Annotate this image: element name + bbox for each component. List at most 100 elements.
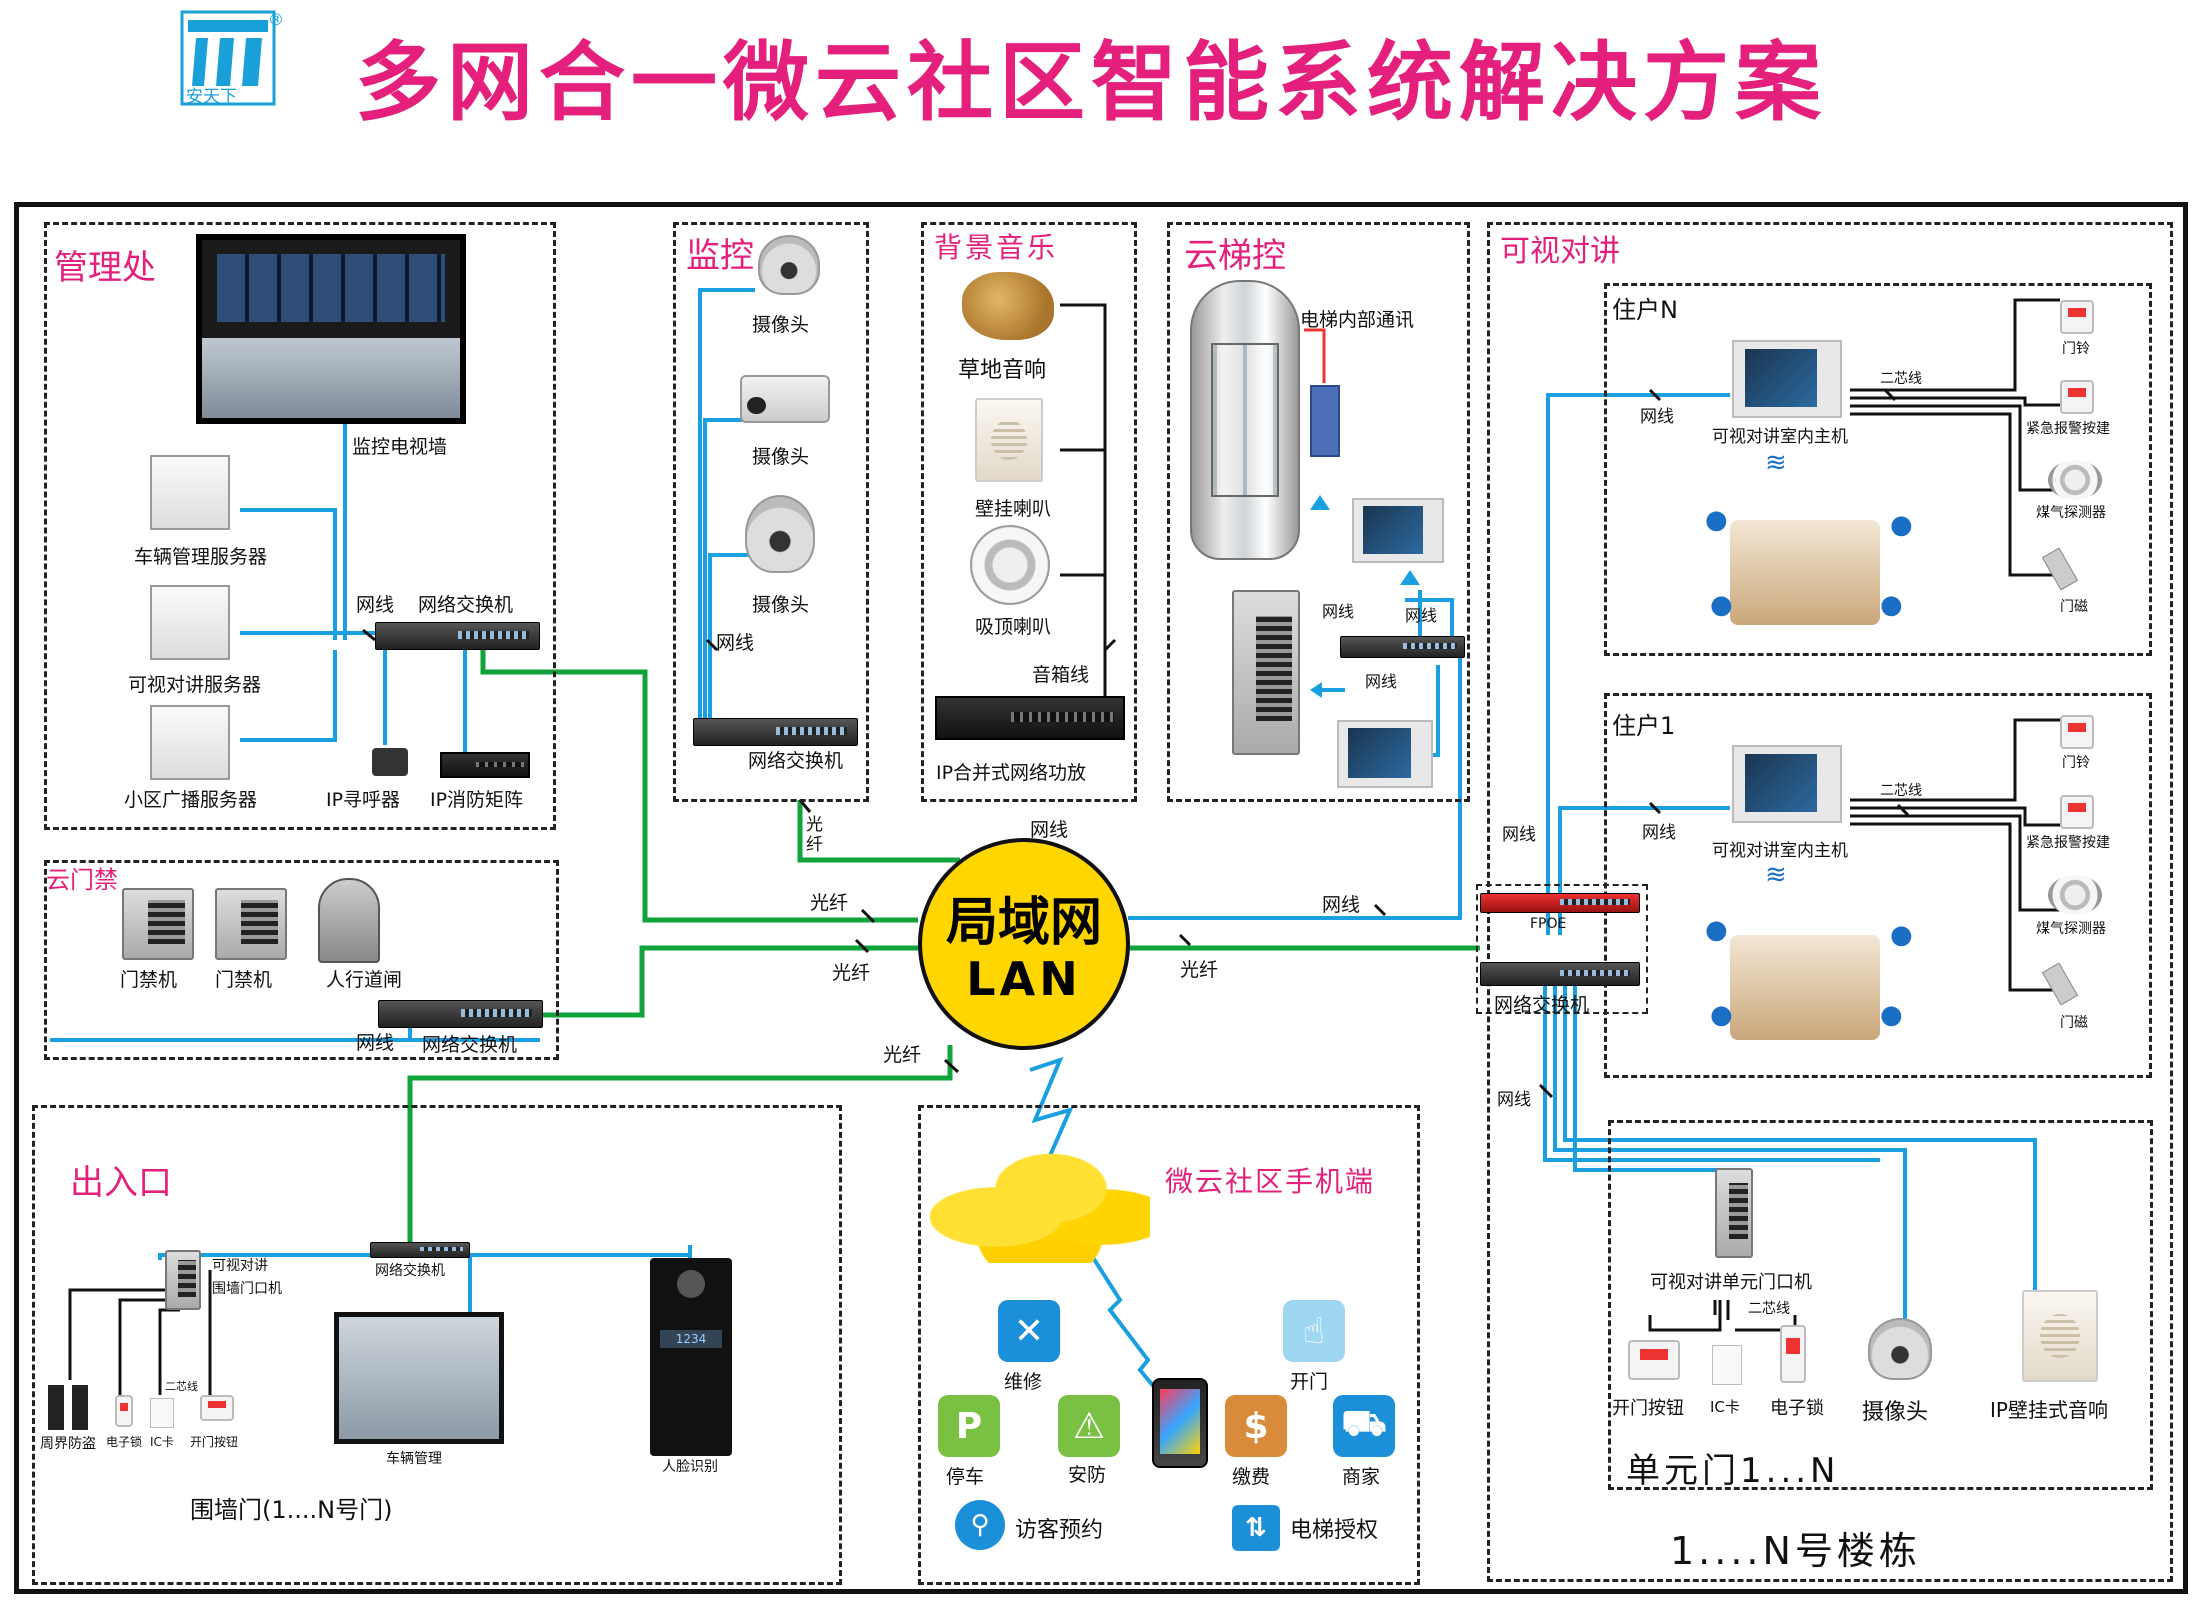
region-elevator	[1167, 222, 1470, 802]
exit-elock-label: 电子锁	[106, 1435, 143, 1449]
parking-management-image	[334, 1312, 504, 1444]
resident-n-smart-icon-4: ●	[1880, 590, 1903, 620]
unit-elock-icon	[1780, 1325, 1806, 1383]
intercom-switch-label: 网络交换机	[1494, 994, 1590, 1016]
access-reader-2-icon	[215, 888, 287, 960]
unit-ip-speaker-icon	[2022, 1290, 2098, 1382]
resident-n-cable-label: 网线	[1640, 407, 1674, 427]
camera-2-label: 摄像头	[752, 446, 810, 468]
fiber-mgmt-label: 光纤	[810, 892, 849, 914]
region-mobile	[918, 1105, 1420, 1585]
management-title: 管理处	[54, 248, 156, 288]
monitor-cable-label: 网线	[716, 632, 755, 654]
cloud-icon	[930, 1148, 1150, 1263]
intercom-server-label: 可视对讲服务器	[128, 674, 262, 696]
resident-n-gas-label: 煤气探测器	[2036, 505, 2106, 521]
resident-n-doorbell-label: 门铃	[2062, 341, 2090, 357]
unit-camera-label: 摄像头	[1862, 1400, 1929, 1425]
face-camera-lens	[677, 1270, 705, 1298]
elevator-indoor-monitor-1	[1352, 498, 1444, 563]
unit-outdoor-panel	[1715, 1168, 1753, 1258]
elevator-outdoor-panel	[1232, 590, 1300, 755]
region-door-access	[44, 860, 559, 1060]
elevator-auth-label: 电梯授权	[1290, 1518, 1379, 1543]
security-label: 安防	[1068, 1464, 1107, 1486]
parking-app-icon[interactable]: P	[938, 1395, 1000, 1457]
exit-switch-device	[370, 1242, 470, 1258]
page-title: 多网合一微云社区智能系统解决方案	[355, 33, 1827, 133]
vehicle-server-icon	[150, 455, 230, 530]
region-monitoring	[673, 222, 869, 802]
monitor-switch-device	[693, 718, 858, 746]
shop-label: 商家	[1342, 1466, 1381, 1488]
camera-1-label: 摄像头	[752, 314, 810, 336]
exit-switch-label: 网络交换机	[375, 1263, 445, 1279]
elevator-switch-device	[1340, 636, 1465, 658]
door-switch-device	[378, 1000, 543, 1028]
resident-n-alarm-icon	[2060, 380, 2094, 414]
monitoring-title: 监控	[686, 236, 754, 276]
registered-mark: ®	[268, 10, 284, 29]
exit-title: 出入口	[70, 1163, 172, 1203]
wall-intercom-device	[165, 1250, 201, 1310]
ptz-camera-icon	[745, 495, 815, 573]
face-label: 人脸识别	[662, 1459, 718, 1475]
open-door-app-icon[interactable]: ☝	[1283, 1300, 1345, 1362]
security-app-icon[interactable]: ⚠	[1058, 1395, 1120, 1457]
resident-1-doorbell-label: 门铃	[2062, 755, 2090, 771]
payment-label: 缴费	[1232, 1466, 1271, 1488]
perimeter-sensor-b	[72, 1385, 88, 1430]
music-cable-label: 网线	[1030, 819, 1069, 841]
internal-comm-wire	[1304, 328, 1326, 383]
vehicle-server-label: 车辆管理服务器	[134, 546, 268, 568]
logo-text: 安天下	[186, 87, 237, 107]
elevator-control-box	[1310, 385, 1340, 457]
unit-camera-icon	[1868, 1318, 1932, 1380]
fiber-door-label: 光纤	[832, 962, 871, 984]
repair-app-icon[interactable]: ✕	[998, 1300, 1060, 1362]
company-logo	[180, 10, 276, 106]
ceiling-speaker-icon	[970, 525, 1050, 605]
unit-outdoor-label: 可视对讲单元门口机	[1650, 1272, 1812, 1293]
intercom-line1-label: 可视对讲	[212, 1258, 268, 1274]
door-cable-label: 网线	[356, 1032, 395, 1054]
exit-elock-icon	[115, 1395, 133, 1427]
bullet-camera-icon	[740, 375, 830, 423]
region-exit	[32, 1105, 842, 1585]
exit-ic-card-icon	[150, 1398, 174, 1428]
lan-core: 局域网 LAN	[918, 838, 1130, 1050]
resident-n-smart-icon-2: ●	[1890, 510, 1913, 540]
resident-n-gas-detector-icon	[2048, 460, 2102, 500]
speaker-wire-label: 音箱线	[1032, 664, 1090, 686]
resident-1-indoor-monitor	[1732, 745, 1842, 823]
door-access-title: 云门禁	[46, 866, 118, 894]
camera-3-label: 摄像头	[752, 594, 810, 616]
resident-n-smart-home-image	[1730, 520, 1880, 625]
music-title: 背景音乐	[934, 231, 1059, 264]
resident-1-cable-label: 网线	[1642, 823, 1676, 843]
resident-n-wifi-icon: ≋	[1765, 448, 1787, 478]
shop-app-icon[interactable]: ⛟	[1333, 1395, 1395, 1457]
fiber-exit-label: 光纤	[883, 1044, 922, 1066]
ip-pager-label: IP寻呼器	[326, 789, 401, 811]
intercom-title: 可视对讲	[1500, 234, 1620, 269]
resident-n-indoor-label: 可视对讲室内主机	[1712, 427, 1848, 447]
building-label: 1....N号楼栋	[1670, 1529, 1921, 1573]
region-management	[44, 222, 556, 830]
amplifier-device	[935, 696, 1125, 740]
unit-open-button-label: 开门按钮	[1612, 1398, 1684, 1419]
elevator-auth-app-icon[interactable]: ⇅	[1232, 1505, 1280, 1551]
smartphone-image	[1152, 1378, 1208, 1468]
amplifier-label: IP合并式网络功放	[936, 762, 1087, 784]
unit-two-core-label: 二芯线	[1748, 1301, 1790, 1317]
fiber-right-label: 光纤	[1180, 959, 1219, 981]
intercom-switch-device	[1480, 962, 1640, 986]
resident-n-doorbell-icon	[2060, 300, 2094, 334]
visitor-app-icon[interactable]: ⚲	[955, 1500, 1005, 1550]
repair-label: 维修	[1004, 1371, 1043, 1393]
resident-n-two-core-label: 二芯线	[1880, 371, 1922, 387]
payment-app-icon[interactable]: $	[1225, 1395, 1287, 1457]
pedestrian-gate-icon	[318, 878, 380, 963]
resident-1-wifi-icon: ≋	[1765, 860, 1787, 890]
